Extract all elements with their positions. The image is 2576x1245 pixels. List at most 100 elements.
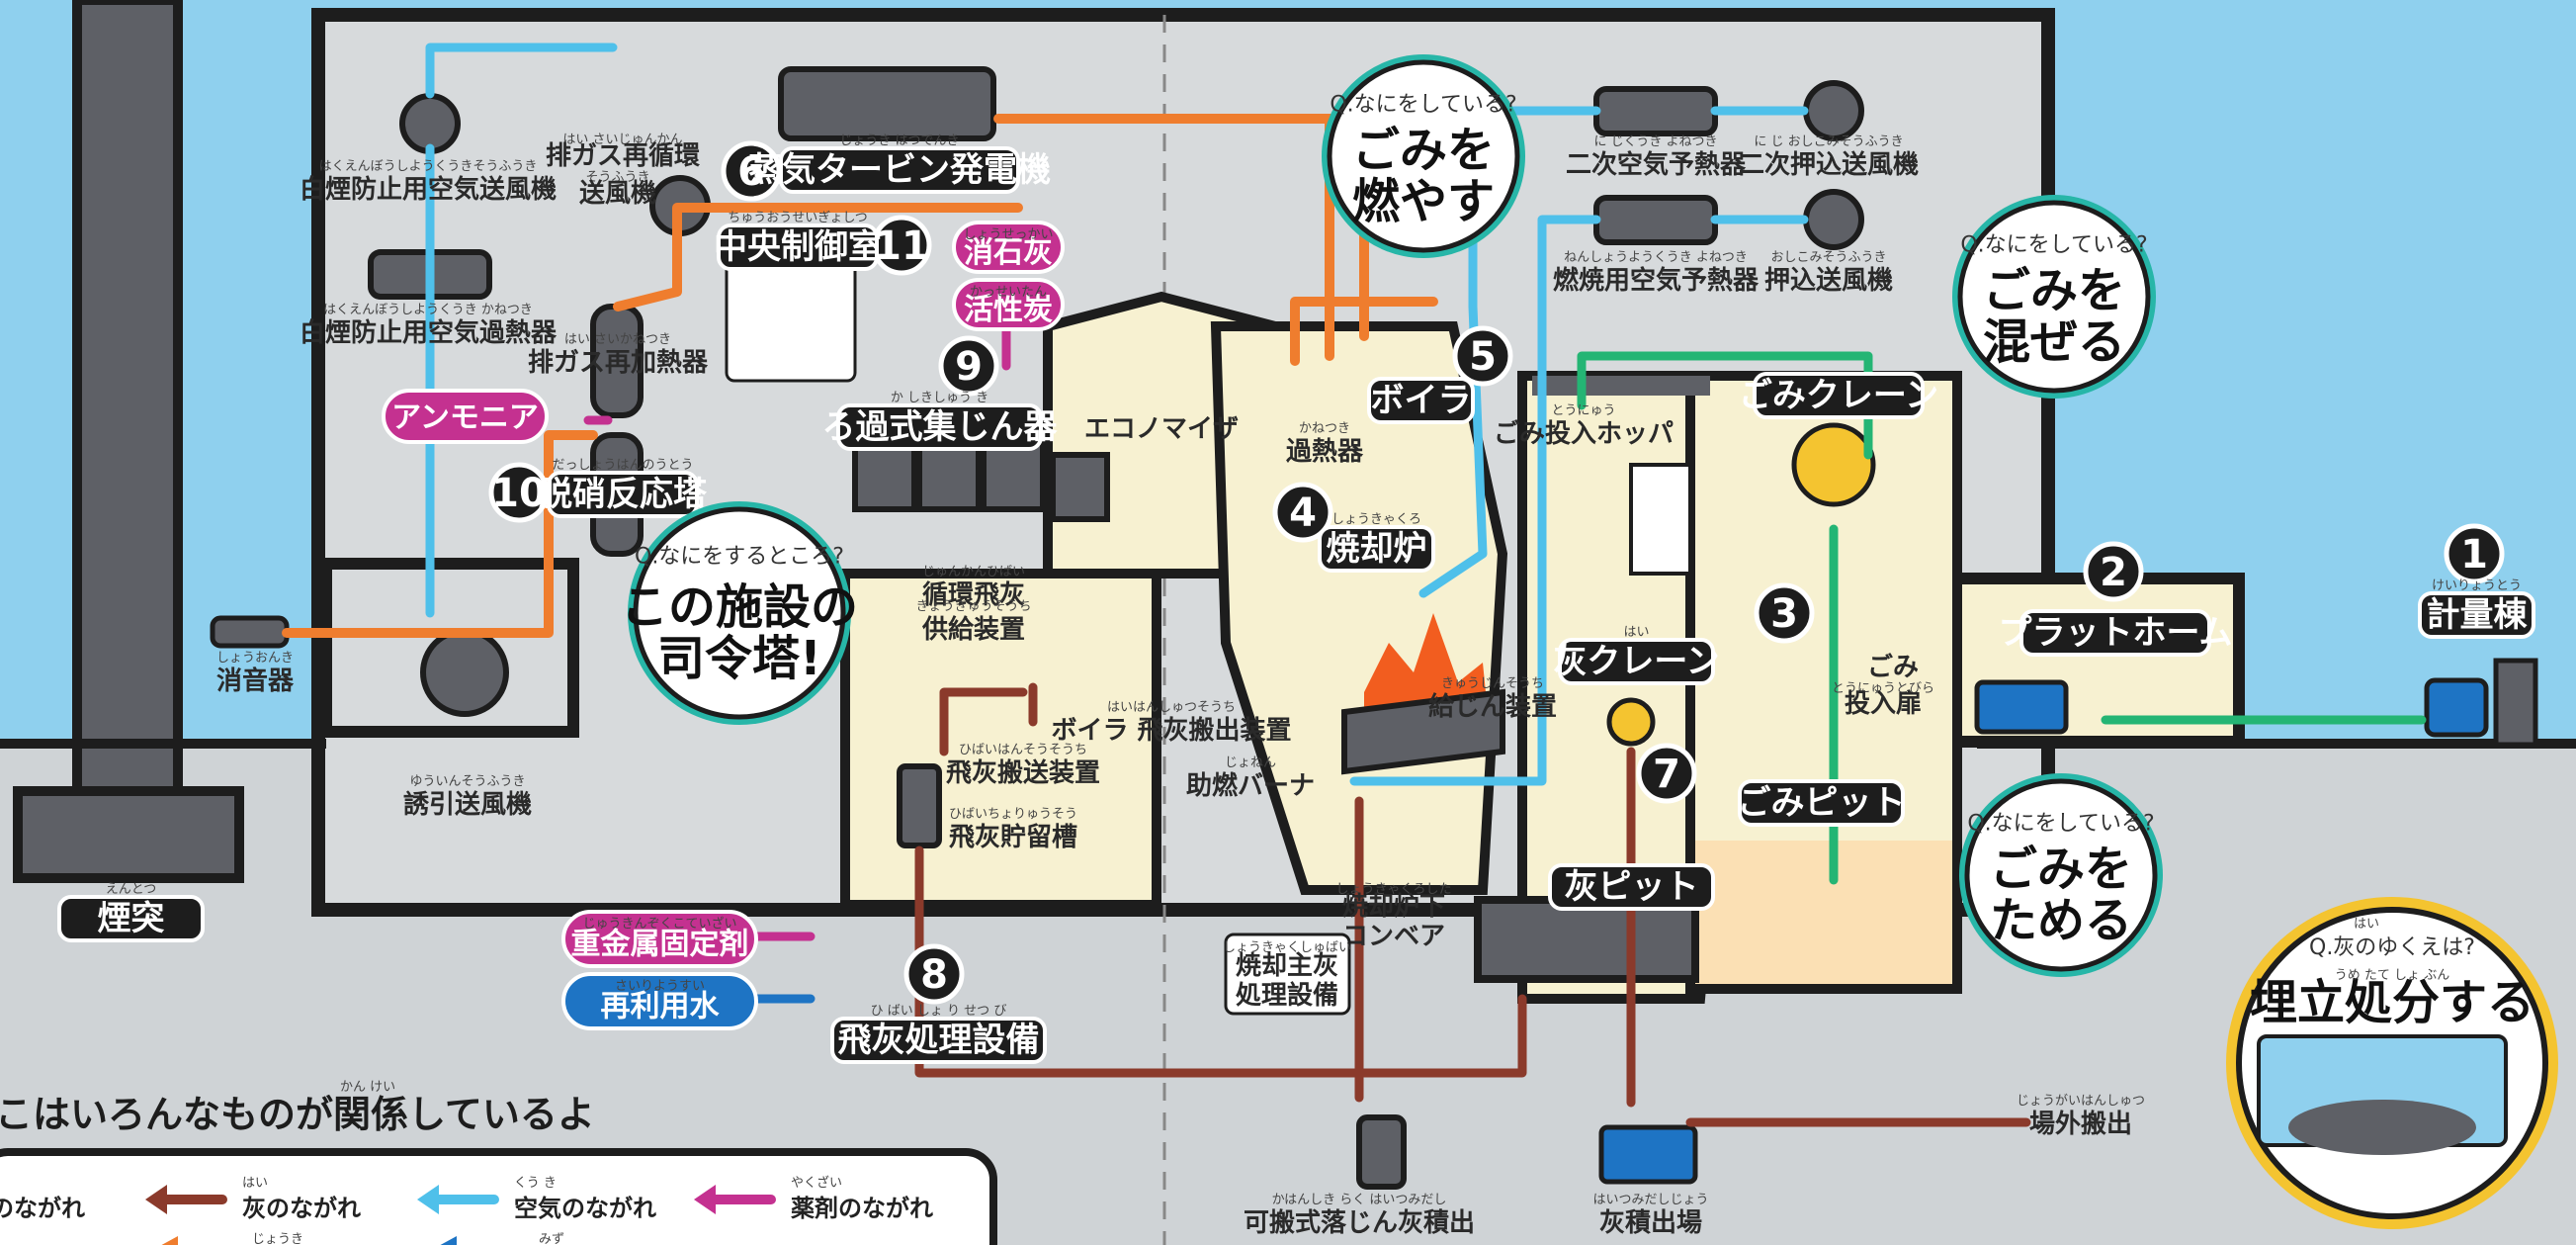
label-secondary-fan: 二次押込送風機 <box>1739 150 1919 180</box>
bubble-ash-ruby: はい <box>2354 917 2379 932</box>
bubble-burn-line1: ごみを <box>1352 123 1495 178</box>
badge-number-5: 5 <box>1469 334 1497 380</box>
garbage-truck <box>1974 679 2069 735</box>
legend-ruby-3: やくざい <box>791 1175 842 1191</box>
chimney-base <box>13 786 244 883</box>
f-steam5-line <box>613 203 1023 311</box>
tag-control-ruby: ちゅうおうせいぎょしつ <box>728 211 868 225</box>
badge-9 <box>938 335 999 397</box>
tag-chimney-ruby: えんとつ <box>106 882 156 897</box>
legend-label-0: のながれ <box>0 1195 85 1222</box>
legend-label-3: 薬剤のながれ <box>791 1195 933 1222</box>
tag-platform-label: プラットホーム <box>1999 613 2233 653</box>
bubble-control-line2: 司令塔! <box>657 631 821 686</box>
bubble-mix-question: Q.なにをしている? <box>1960 232 2147 257</box>
tag-weighbridge-ruby: けいりょうとう <box>2432 578 2522 593</box>
furnace-grate <box>1341 688 1505 775</box>
badge-4 <box>1272 482 1333 543</box>
tag-denox-label: 脱硝反応塔 <box>539 475 708 514</box>
weigh-terminal <box>2493 658 2538 748</box>
tag-fly-ash-label: 飛灰処理設備 <box>838 1021 1040 1060</box>
legend-arrow-1 <box>145 1185 167 1214</box>
tag-weighbridge <box>2418 591 2535 639</box>
bubble-mix <box>1957 200 2151 394</box>
bubble-store <box>1964 778 2158 972</box>
tag-crane-label: ごみクレーン <box>1739 376 1938 415</box>
tag-ash-crane-ruby: はい <box>1623 625 1649 640</box>
tag-chimney-label: 煙突 <box>98 899 165 938</box>
label-hopper-ruby: とうにゅう <box>1551 403 1615 418</box>
label-bin-out: 可搬式落じん灰積出 <box>1244 1207 1475 1238</box>
label-fly-ash-storage-ruby: ひばいちょりゅうそう <box>949 807 1077 822</box>
tag-turbine <box>779 146 1020 194</box>
bubble-control-line1: この施設の <box>621 579 858 635</box>
label-circ-ash: 循環飛灰 <box>922 580 1025 610</box>
tag-ash-crane <box>1558 638 1715 685</box>
legend-arrow-water <box>440 1236 457 1245</box>
label-induced-fan: 誘引送風機 <box>403 790 532 820</box>
label-ash-load-ruby: はいつみだしじょう <box>1592 1193 1708 1207</box>
label-economizer: エコノマイザ <box>1084 414 1239 444</box>
pill-carbon-label: 活性炭 <box>964 293 1053 327</box>
label-grate: 給じん装置 <box>1428 691 1557 722</box>
legend: のながれ灰のながれはい空気のながれくう き薬剤のながれやくざいじょうきみず <box>0 1148 997 1245</box>
bubble-mix-line2: 混ぜる <box>1983 314 2125 370</box>
label-bottom-ash-2: 処理設備 <box>1236 980 1338 1011</box>
label-induced-fan-ruby: ゆういんそうふうき <box>409 774 525 789</box>
tag-furnace <box>1318 525 1435 573</box>
label-ash-load: 灰積出場 <box>1599 1208 1702 1238</box>
badge-number-4: 4 <box>1289 490 1317 536</box>
pill-carbon-ruby: かっせいたん <box>970 285 1047 300</box>
filter-hopper-4 <box>1050 452 1110 522</box>
label-secondary-preheater-ruby: に じくうき よねつき <box>1593 134 1717 149</box>
legend-row2-ruby-1: じょうき <box>252 1232 303 1245</box>
label-combustion-preheater-ruby: ねんしょうようくうき よねつき <box>1564 250 1748 265</box>
caption: こはいろんなものが関係しているよ <box>0 1093 595 1136</box>
badge-number-10: 10 <box>491 471 547 516</box>
legend-ruby-2: くう き <box>514 1176 557 1191</box>
label-grate-ruby: きゅうじんそうち <box>1441 676 1544 691</box>
bubble-mix-line1: ごみを <box>1983 263 2125 318</box>
label-door-ruby: とうにゅうとびら <box>1832 681 1934 696</box>
tag-crane <box>1753 372 1925 419</box>
pill-carbon <box>952 278 1065 331</box>
legend-row2-ruby-2: みず <box>539 1232 564 1245</box>
induced-fan-unit <box>420 628 509 717</box>
badge-number-7: 7 <box>1653 752 1680 797</box>
push-fan-unit <box>1803 189 1864 250</box>
f-ash6-line <box>939 687 1028 756</box>
bubble-ash-answer: 埋立処分する <box>2250 975 2534 1030</box>
label-offsite-ruby: じょうがいはんしゅつ <box>2017 1094 2145 1109</box>
label-recirc-2: 送風機 <box>579 179 656 209</box>
badge-number-6: 6 <box>737 149 765 195</box>
label-bin-out-ruby: かはんしき らく はいつみだし <box>1272 1193 1447 1207</box>
pill-ammonia-label: アンモニア <box>391 400 539 435</box>
badge-1 <box>2444 523 2505 584</box>
label-secondary-preheater: 二次空気予熱器 <box>1566 149 1747 180</box>
tag-ash-pit-label: 灰ピット <box>1565 867 1699 907</box>
pill-water-ruby: さいりようすい <box>615 979 705 994</box>
label-whiteplume-fan: 白煙防止用空気送風機 <box>300 174 557 205</box>
tag-denox-ruby: だっしょうはんのうとう <box>552 458 693 473</box>
flow-lines <box>282 43 2427 1127</box>
legend-label-1: 灰のながれ <box>242 1195 361 1222</box>
chimney-stack <box>72 0 183 796</box>
bubble-ash-question: Q.灰のゆくえは? <box>2309 935 2475 960</box>
pill-ammonia <box>382 389 549 444</box>
landfill-mound <box>2288 1100 2476 1155</box>
bubble-burn-line2: 燃やす <box>1352 174 1495 229</box>
tag-denox <box>547 471 699 518</box>
chemical-pills: アンモニア消石灰しょうせっかい活性炭かっせいたん重金属固定剤じゅうきんぞくこてい… <box>382 221 1065 1030</box>
tag-bag-filter-ruby: か しきしゅう き <box>891 391 988 405</box>
bubble-store-line1: ごみを <box>1990 842 2132 897</box>
secondary-fan-unit <box>1803 80 1864 141</box>
bubble-store-line2: ためる <box>1990 893 2132 948</box>
label-silencer-ruby: しょうおんき <box>216 651 294 666</box>
tag-turbine-ruby: じょうき はつでんき <box>839 133 959 148</box>
label-reheater-ruby: はい さいかねつき <box>564 332 671 347</box>
crane-rail <box>1532 376 1710 396</box>
label-combustion-preheater: 燃焼用空気予熱器 <box>1553 265 1760 296</box>
label-boiler-ash-out-ruby: はいはんしゅつそうち <box>1107 700 1236 715</box>
